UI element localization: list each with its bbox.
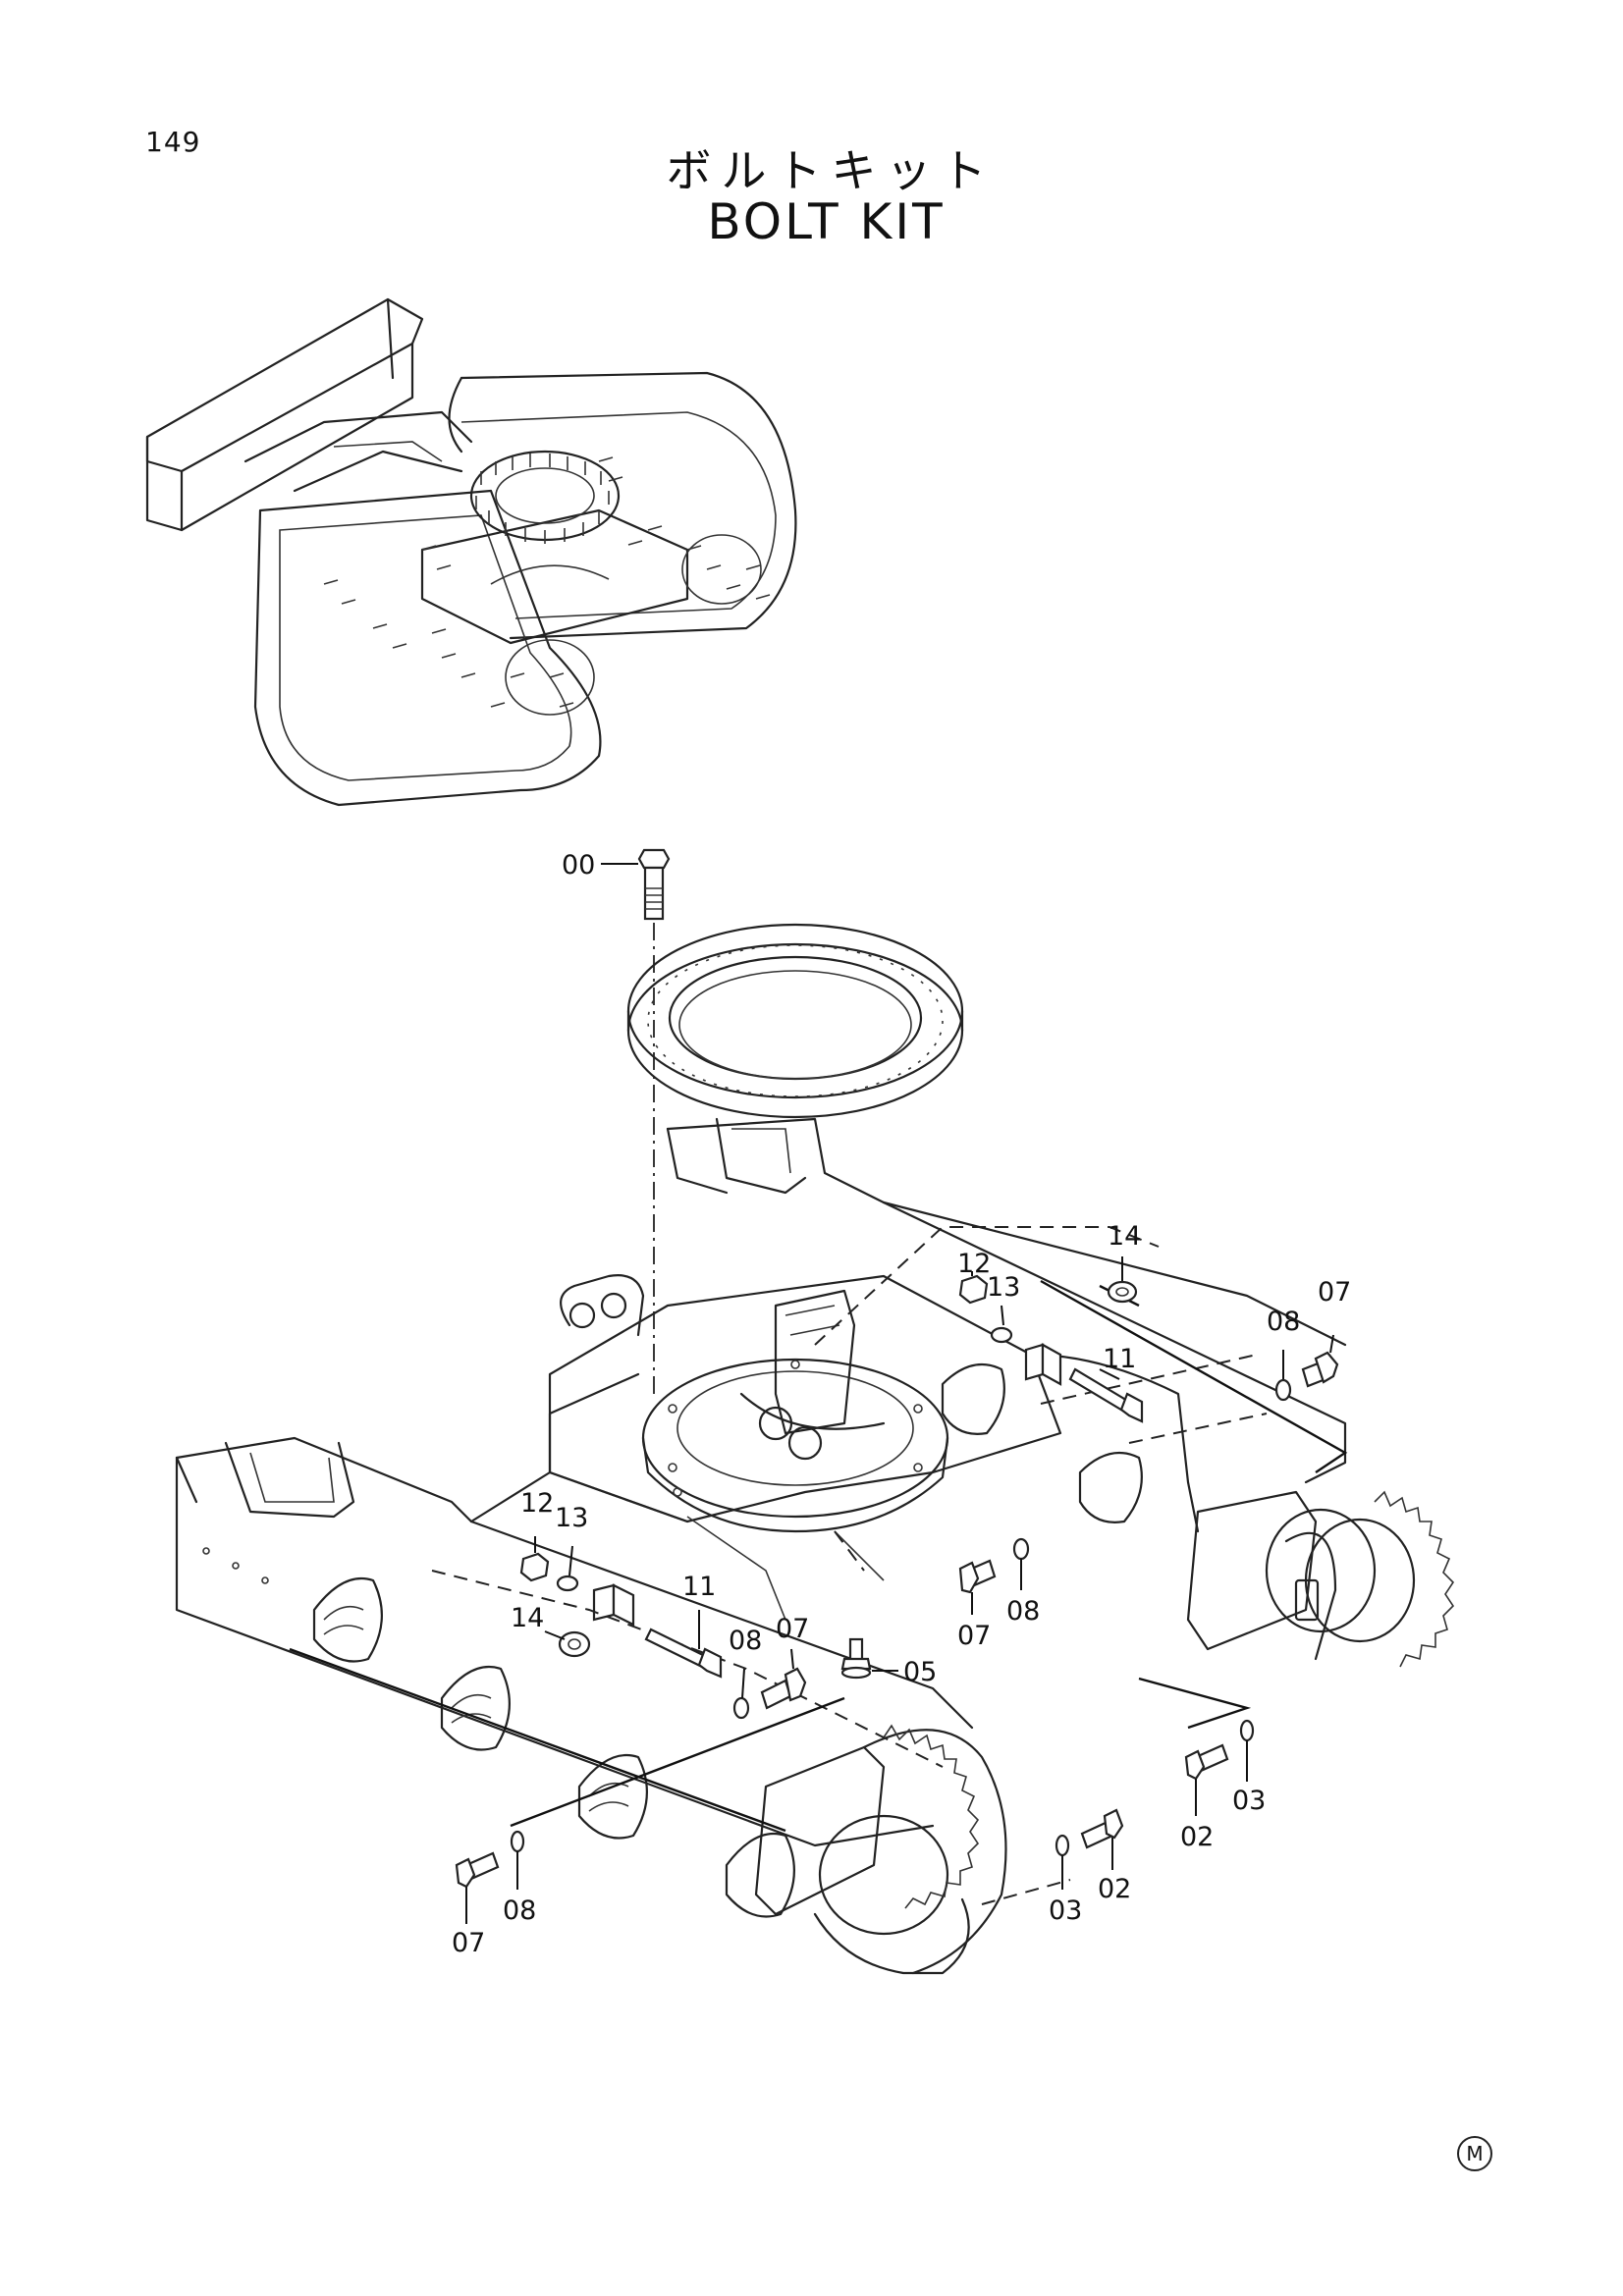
callout-02-right: 02 [1180,1822,1214,1852]
callout-12-upper: 12 [957,1249,991,1279]
swing-bearing [626,923,964,1119]
washer-13-upper [990,1326,1013,1344]
callout-14-lower: 14 [511,1603,544,1633]
dashed-hidden-lines [431,1226,1268,1905]
washer-08-lower-left [510,1830,525,1853]
washer-13-lower [556,1575,579,1592]
callout-08-upper-right: 08 [1267,1307,1300,1337]
page-number: 149 [145,126,201,158]
callout-00: 00 [562,850,595,881]
callout-11-upper: 11 [1103,1344,1136,1374]
bolt-11-lower [644,1628,723,1679]
title-english: BOLT KIT [707,193,946,251]
nut-12-upper [958,1274,989,1305]
callout-07-upper-right: 07 [1318,1277,1351,1308]
callout-12-lower: 12 [520,1488,554,1519]
track-rollers [312,1576,795,1918]
callout-11-lower: 11 [682,1572,716,1602]
track-frame-upper [666,1117,1347,1533]
callout-03-right: 03 [1232,1786,1266,1816]
nut-12-lower [519,1552,550,1582]
overview-drawing [145,297,797,807]
center-frame [469,1274,1062,1621]
washer-08-mid [732,1696,750,1720]
callout-05: 05 [903,1657,937,1687]
title-block: ボルトキット BOLT KIT [0,147,1623,251]
callout-13-lower: 13 [555,1503,588,1533]
final-drive-lower [754,1724,1007,1975]
callout-03-lower: 03 [1049,1896,1082,1926]
leader-lines [465,863,1334,1924]
callout-08-lower-left: 08 [503,1896,536,1926]
upper-rollers [941,1362,1143,1523]
washer-08-right-mid [1012,1537,1030,1561]
bolt-07-lower-left [455,1851,500,1889]
washer-14-upper [1107,1280,1138,1304]
circled-m-mark: M [1457,2136,1492,2171]
bolt-07-mid [760,1667,807,1710]
callout-08-mid: 08 [729,1626,762,1656]
track-frame-lower [175,1436,974,1847]
bracket-pieces [592,1343,1062,1627]
washer-03-right [1239,1719,1255,1742]
bolt-00 [637,848,671,921]
group-brackets [289,1279,1348,1833]
bolt-02-right [1184,1743,1229,1781]
callout-labels: 00 14 12 13 07 08 11 12 13 11 14 08 07 0… [452,850,1351,1958]
washer-14-lower [558,1630,591,1658]
callout-07-lower-left: 07 [452,1928,485,1958]
bolt-11-upper [1068,1367,1144,1423]
callout-07-mid: 07 [776,1614,809,1644]
callout-14-upper: 14 [1108,1221,1141,1252]
washer-08-upper-right [1274,1378,1292,1402]
bolt-07-upper-right [1301,1351,1339,1388]
bolt-07-right-mid [958,1559,997,1594]
callout-08-right-mid: 08 [1006,1596,1040,1627]
callout-13-upper: 13 [987,1272,1020,1303]
final-drive-upper [1186,1490,1455,1668]
main-drawing: 00 14 12 13 07 08 11 12 13 11 14 08 07 0… [175,848,1455,1975]
bolt-05 [840,1637,872,1680]
callout-02-lower: 02 [1098,1874,1131,1904]
washer-03-lower [1055,1834,1070,1857]
callout-07-right-mid: 07 [957,1621,991,1651]
bolt-02-lower [1080,1808,1124,1849]
title-japanese: ボルトキット [666,144,997,197]
